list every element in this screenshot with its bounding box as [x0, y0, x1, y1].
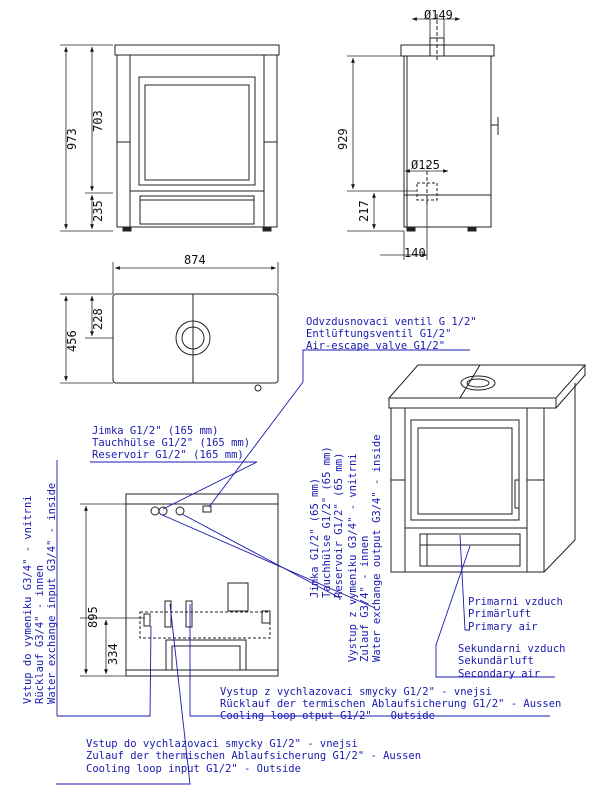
svg-text:Zulauf der thermischen Ablaufs: Zulauf der thermischen Ablaufsicherung G… [86, 750, 421, 762]
back-dimensions [80, 503, 145, 677]
dim-217: 217 [357, 200, 371, 222]
svg-text:Reservoir G1/2" (65 mm): Reservoir G1/2" (65 mm) [333, 453, 345, 598]
svg-text:Water exchange input G3/4" - i: Water exchange input G3/4" - inside [46, 483, 58, 704]
svg-text:Jimka G1/2" (165 mm): Jimka G1/2" (165 mm) [92, 425, 218, 437]
svg-text:Primärluft: Primärluft [468, 608, 531, 620]
svg-text:Primarni vzduch: Primarni vzduch [468, 596, 563, 608]
svg-text:Vystup z vychlazovaci smycky G: Vystup z vychlazovaci smycky G1/2" - vne… [220, 686, 492, 698]
label-secondary-air: Sekundarni vzduch Sekundärluft Secondary… [458, 643, 565, 680]
svg-text:Vstup do vymeniku G3/4" - vnit: Vstup do vymeniku G3/4" - vnitrni [22, 495, 34, 704]
back-view [125, 493, 279, 677]
leader-lines [56, 349, 555, 785]
dim-895: 895 [86, 606, 100, 628]
svg-text:Jimka G1/2" (65 mm): Jimka G1/2" (65 mm) [309, 478, 321, 598]
svg-text:Tauchhülse G1/2" (165 mm): Tauchhülse G1/2" (165 mm) [92, 437, 250, 449]
top-view [112, 293, 279, 392]
dim-929: 929 [336, 128, 350, 150]
svg-text:Air-escape valve G1/2": Air-escape valve G1/2" [306, 340, 445, 352]
svg-text:Entlüftungsventil G1/2": Entlüftungsventil G1/2" [306, 328, 451, 340]
dim-973: 973 [65, 128, 79, 150]
side-dimensions [347, 17, 460, 260]
svg-text:Primary air: Primary air [468, 621, 538, 633]
svg-text:Vystup z vymeniku G3/4" - vnit: Vystup z vymeniku G3/4" - vnitrni [347, 453, 359, 662]
label-vent-valve: Odvzdusnovaci ventil G 1/2" Entlüftungsv… [306, 316, 477, 352]
svg-text:Sekundärluft: Sekundärluft [458, 655, 534, 667]
isometric-view [387, 364, 587, 573]
svg-text:Tauchhülse G1/2" (65 mm): Tauchhülse G1/2" (65 mm) [321, 446, 333, 598]
dim-874: 874 [184, 253, 206, 267]
svg-text:Rücklauf G3/4" - innen: Rücklauf G3/4" - innen [34, 565, 46, 704]
svg-text:Cooling loop input G1/2" - Out: Cooling loop input G1/2" - Outside [86, 763, 301, 775]
svg-text:Odvzdusnovaci ventil G 1/2": Odvzdusnovaci ventil G 1/2" [306, 316, 477, 328]
dim-235: 235 [91, 200, 105, 222]
dim-d125: Ø125 [411, 158, 440, 172]
label-jimka-65: Jimka G1/2" (65 mm) Tauchhülse G1/2" (65… [309, 446, 345, 598]
dim-140: 140 [404, 246, 426, 260]
label-exchanger-input: Vstup do vymeniku G3/4" - vnitrni Rückla… [22, 483, 58, 704]
dim-d149: Ø149 [424, 8, 453, 22]
svg-text:Rücklauf der termischen Ablauf: Rücklauf der termischen Ablaufsicherung … [220, 698, 561, 710]
label-exchanger-output: Vystup z vymeniku G3/4" - vnitrni Zulauf… [347, 434, 383, 662]
svg-text:Vstup do vychlazovaci smycky G: Vstup do vychlazovaci smycky G1/2" - vne… [86, 738, 358, 750]
label-primary-air: Primarni vzduch Primärluft Primary air [468, 596, 563, 633]
svg-text:Water exchange output G3/4" -: Water exchange output G3/4" - inside [371, 434, 383, 662]
dim-334: 334 [106, 643, 120, 665]
svg-text:Sekundarni vzduch: Sekundarni vzduch [458, 643, 565, 655]
label-jimka-165: Jimka G1/2" (165 mm) Tauchhülse G1/2" (1… [92, 425, 250, 461]
svg-text:Cooling loop otput G1/2" - Out: Cooling loop otput G1/2" - Outside [220, 710, 435, 722]
dim-703: 703 [91, 110, 105, 132]
top-dimensions [60, 262, 279, 384]
front-view [114, 44, 280, 232]
dim-456: 456 [65, 330, 79, 352]
svg-text:Zulauf G3/4" - innen: Zulauf G3/4" - innen [359, 536, 371, 662]
side-view [400, 14, 499, 232]
svg-text:Reservoir G1/2" (165 mm): Reservoir G1/2" (165 mm) [92, 449, 244, 461]
svg-text:Secondary air: Secondary air [458, 668, 540, 680]
label-cooling-input: Vstup do vychlazovaci smycky G1/2" - vne… [86, 738, 421, 775]
dim-228: 228 [91, 308, 105, 330]
label-cooling-output: Vystup z vychlazovaci smycky G1/2" - vne… [220, 686, 561, 722]
front-dimensions [60, 44, 113, 232]
